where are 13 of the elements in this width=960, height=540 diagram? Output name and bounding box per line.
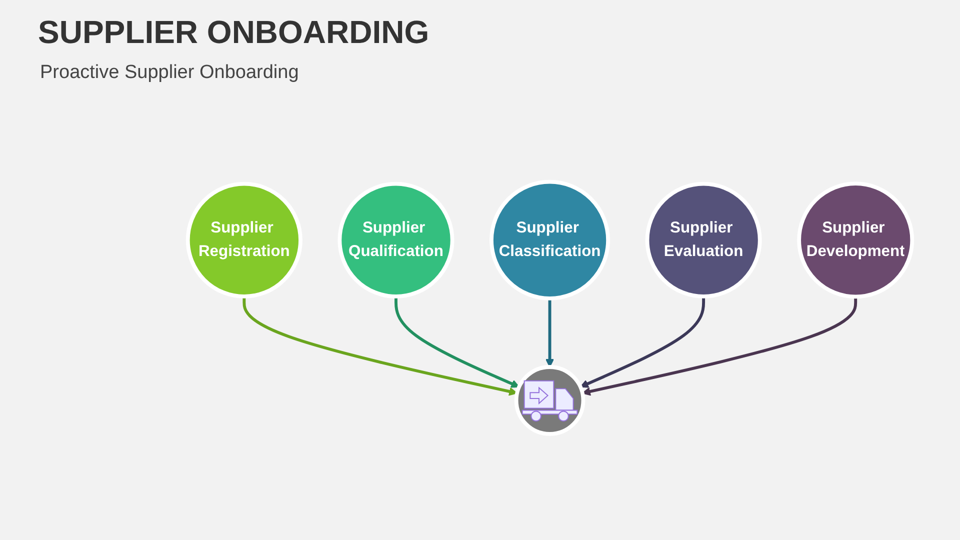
- arrow: [242, 296, 518, 396]
- subtitle: Proactive Supplier Onboarding: [40, 62, 299, 84]
- title: SUPPLIER ONBOARDING: [38, 14, 430, 51]
- arrow: [580, 296, 706, 388]
- arrow: [394, 296, 520, 388]
- step-circle: Supplier Classification: [490, 180, 610, 301]
- step-circle: Supplier Registration: [186, 182, 302, 299]
- step-circle: Supplier Development: [797, 182, 914, 299]
- step-circle: Supplier Evaluation: [645, 182, 762, 299]
- arrow: [582, 297, 858, 396]
- arrow: [545, 298, 554, 368]
- step-circle: Supplier Qualification: [338, 182, 454, 299]
- hub-circle: [514, 365, 586, 436]
